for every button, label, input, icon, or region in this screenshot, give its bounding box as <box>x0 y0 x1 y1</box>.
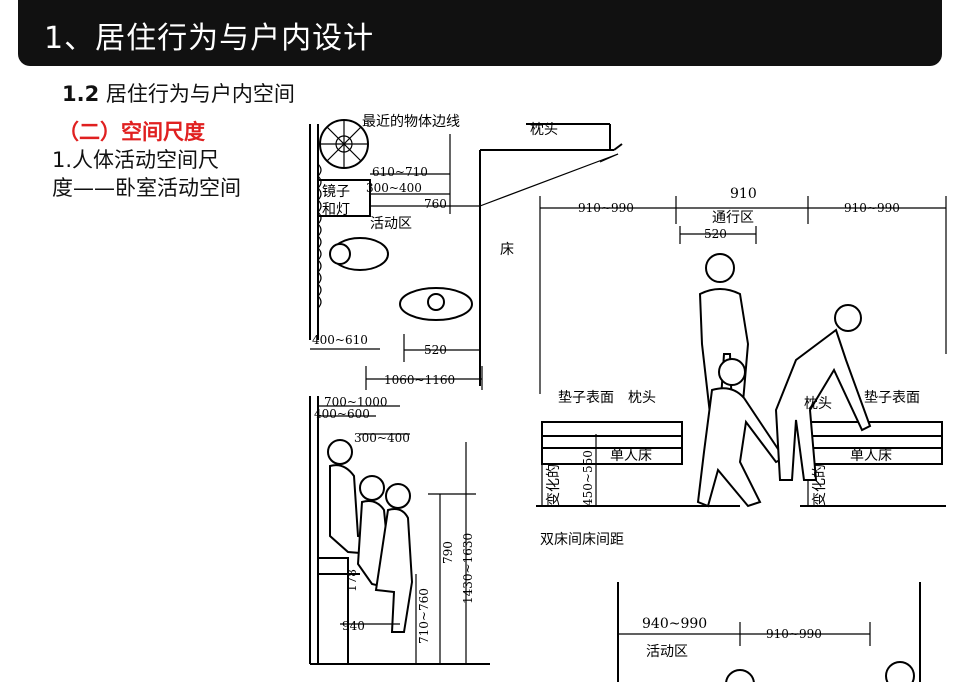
label-400-600: 400~600 <box>314 407 370 421</box>
label-450-550: 450~550 <box>581 450 595 506</box>
dressing-table-elevation: 700~1000 400~600 300~400 790 1430~1630 7… <box>309 395 490 665</box>
title-bar: 1、居住行为与户内设计 <box>18 0 942 66</box>
label-nearest-edge: 最近的物体边线 <box>362 114 460 130</box>
label-twin-bed-spacing: 双床间床间距 <box>540 532 624 548</box>
label-520-a: 520 <box>704 227 727 241</box>
label-pillow-top: 枕头 <box>530 122 558 138</box>
label-single-bed-l: 单人床 <box>610 448 652 464</box>
section-heading: （二）空间尺度 <box>58 120 205 144</box>
label-910-990-b: 910~990 <box>844 201 900 215</box>
label-760: 760 <box>424 197 447 211</box>
twin-bed-elevation: 垫子表面 枕头 枕头 垫子表面 单人床 单人床 变化的 450~550 变化的 … <box>536 253 946 548</box>
subtitle-text: 居住行为与户内空间 <box>105 82 295 106</box>
label-910-990-c: 910~990 <box>766 627 822 641</box>
label-mirror: 镜子 <box>322 184 350 200</box>
label-1430-1630: 1430~1630 <box>461 533 475 604</box>
label-700-1000: 700~1000 <box>324 395 388 409</box>
subtitle-number: 1.2 <box>62 82 100 106</box>
elevation-dimensions: 910~990 910 通行区 910~990 520 <box>539 186 947 394</box>
label-940-990: 940~990 <box>642 616 707 632</box>
page-title: 1、居住行为与户内设计 <box>44 21 375 56</box>
bottom-plan-partial: 940~990 910~990 活动区 <box>617 582 921 682</box>
bedroom-dimension-drawing: 最近的物体边线 枕头 610~710 300~400 镜子 和灯 760 活动区… <box>309 114 947 682</box>
label-pillow-l: 枕头 <box>628 390 656 406</box>
plan-view-top-left: 最近的物体边线 枕头 610~710 300~400 镜子 和灯 760 活动区… <box>309 114 623 390</box>
description: 1.人体活动空间尺 度——卧室活动空间 <box>52 146 292 202</box>
label-178: 178 <box>345 569 359 592</box>
label-910: 910 <box>730 186 757 202</box>
label-bed: 床 <box>500 242 514 258</box>
subtitle: 1.2 居住行为与户内空间 <box>62 78 295 108</box>
label-variable-l: 变化的 <box>546 464 562 506</box>
label-520-b: 520 <box>424 343 447 357</box>
description-line-1: 1.人体活动空间尺 <box>52 148 220 172</box>
label-940: 940 <box>342 619 365 633</box>
description-line-2: 度——卧室活动空间 <box>52 176 241 200</box>
label-400-610: 400~610 <box>312 333 368 347</box>
label-710-760: 710~760 <box>417 588 431 644</box>
label-variable-r: 变化的 <box>812 464 828 506</box>
label-pillow-r: 枕头 <box>804 396 832 412</box>
label-1060-1160: 1060~1160 <box>384 373 455 387</box>
label-610-710: 610~710 <box>372 165 428 179</box>
label-activity-zone: 活动区 <box>370 216 412 232</box>
label-300-400-a: 300~400 <box>366 181 422 195</box>
label-910-990-a: 910~990 <box>578 201 634 215</box>
label-single-bed-r: 单人床 <box>850 448 892 464</box>
label-300-400-b: 300~400 <box>354 431 410 445</box>
label-passage-zone: 通行区 <box>712 210 754 226</box>
label-mattress-surface-l: 垫子表面 <box>558 390 614 406</box>
label-mattress-surface-r: 垫子表面 <box>864 390 920 406</box>
label-activity-zone-b: 活动区 <box>646 644 688 660</box>
label-lamp: 和灯 <box>322 202 350 218</box>
label-790: 790 <box>441 541 455 564</box>
